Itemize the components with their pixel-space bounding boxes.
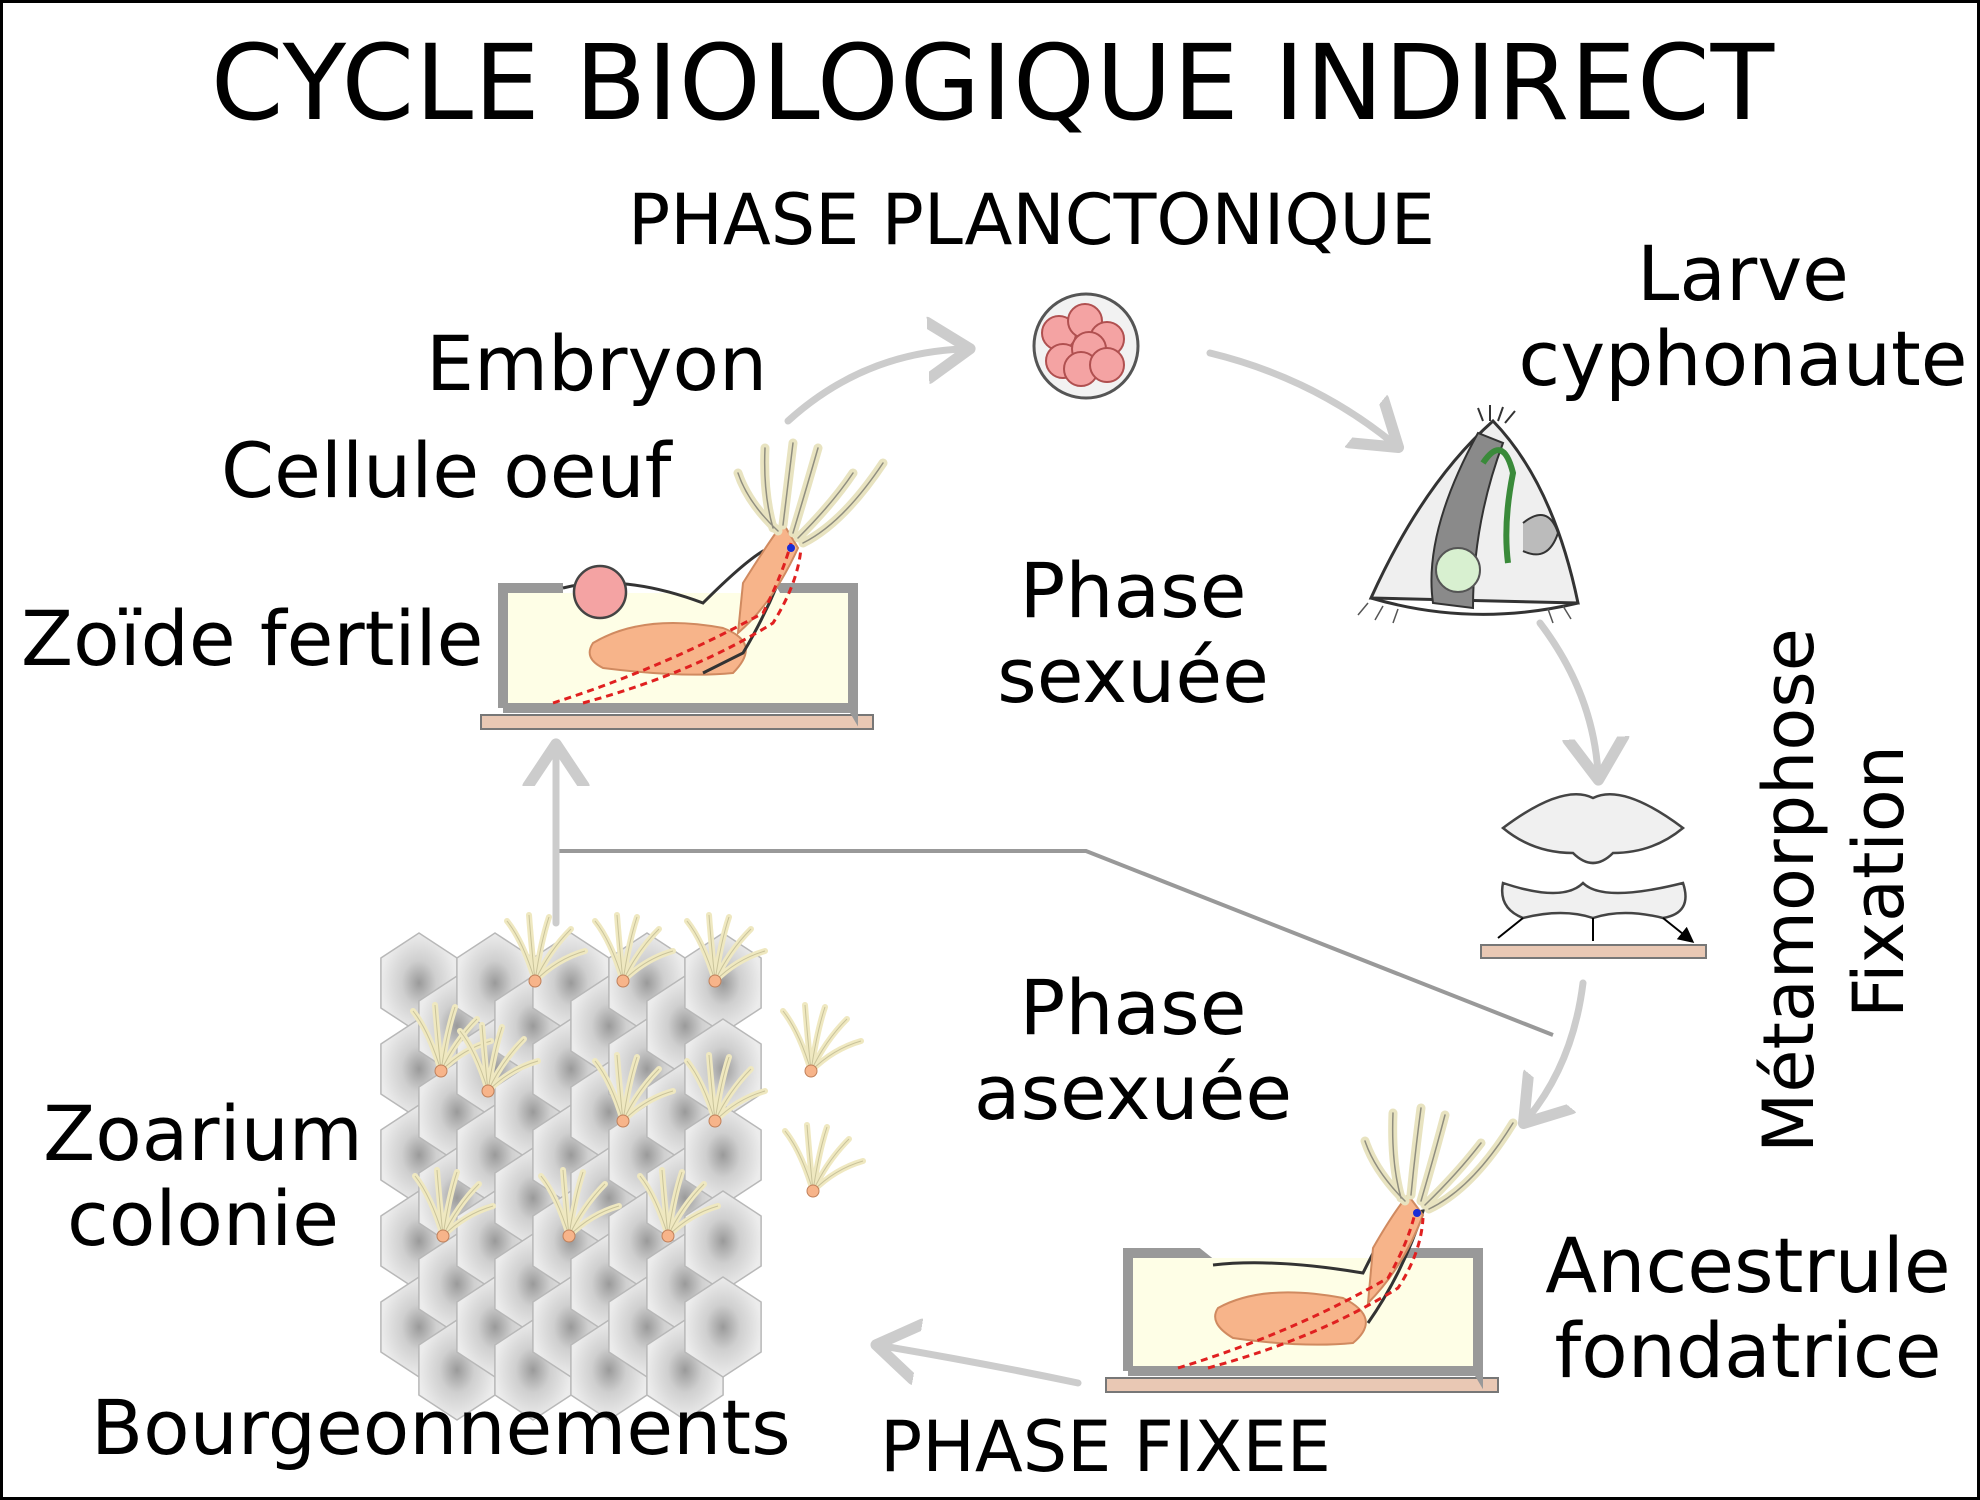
zoarium-label-line-2: colonie [67,1174,339,1264]
colony-polyp [457,1022,541,1098]
ancestrula-label-line-2: fondatrice [1554,1306,1942,1396]
fixation-label: Fixation [1838,744,1920,1018]
phase-asexual-line-2: asexuée [973,1048,1293,1138]
colony-polyp [637,1167,721,1243]
diagram-artwork [380,292,1707,1421]
colony-polyp [592,1052,676,1128]
colony-polyp [782,1122,866,1198]
phase-sexual-line-1: Phase [1019,546,1247,635]
metamorphosis-label: Métamorphose [1748,628,1830,1153]
arrow-ancestrula-to-colony [883,1346,1082,1387]
colony-polyp [684,912,768,988]
phase-divider-line [553,849,1554,1037]
fertile-zooid-illustration [480,438,888,730]
colony-polyp [504,912,588,988]
embryo-label: Embryon [426,319,768,408]
fertile-zooid-label: Zoïde fertile [21,594,484,683]
colony-polyp [592,912,676,988]
egg-cell-label: Cellule oeuf [221,426,672,515]
colony-polyp [410,1002,494,1078]
colony-polyp [538,1167,622,1243]
phase-sexual-line-2: sexuée [997,631,1269,721]
colony-polyp [780,1002,864,1078]
ancestrula-illustration [1105,1103,1518,1393]
embryo-illustration [1032,292,1140,400]
phase-sexual-label: Phase sexuée [958,548,1308,718]
larva-label: Larve cyphonaute [1508,231,1978,401]
phase-asexual-line-1: Phase [1019,963,1247,1052]
zoarium-label-line-1: Zoarium [43,1089,363,1178]
colony-polyp [412,1167,496,1243]
ancestrula-label: Ancestrule fondatrice [1528,1223,1968,1393]
larva-label-line-1: Larve [1637,229,1849,318]
zoarium-colony-illustration [380,912,866,1421]
cyphonaute-larva-illustration [1357,405,1580,624]
budding-label: Bourgeonnements [91,1383,791,1472]
colony-cell [684,1276,762,1378]
arrow-metamorphosis-to-ancestrula [1528,979,1587,1118]
phase-planktonic-label: PHASE PLANCTONIQUE [628,179,1436,261]
diagram-title: CYCLE BIOLOGIQUE INDIRECT [210,22,1776,144]
ancestrula-label-line-1: Ancestrule [1545,1221,1951,1310]
arrow-embryo-to-larva [1206,349,1393,443]
arrow-larva-to-metamorphosis [1536,619,1598,773]
phase-asexual-label: Phase asexuée [958,965,1308,1135]
colony-polyp [684,1052,768,1128]
metamorphosis-illustration [1480,793,1707,959]
zoarium-label: Zoarium colonie [13,1091,393,1261]
larva-label-line-2: cyphonaute [1518,314,1968,404]
phase-fixed-label: PHASE FIXEE [880,1406,1331,1488]
arrow-zooid-to-embryo [784,349,963,425]
